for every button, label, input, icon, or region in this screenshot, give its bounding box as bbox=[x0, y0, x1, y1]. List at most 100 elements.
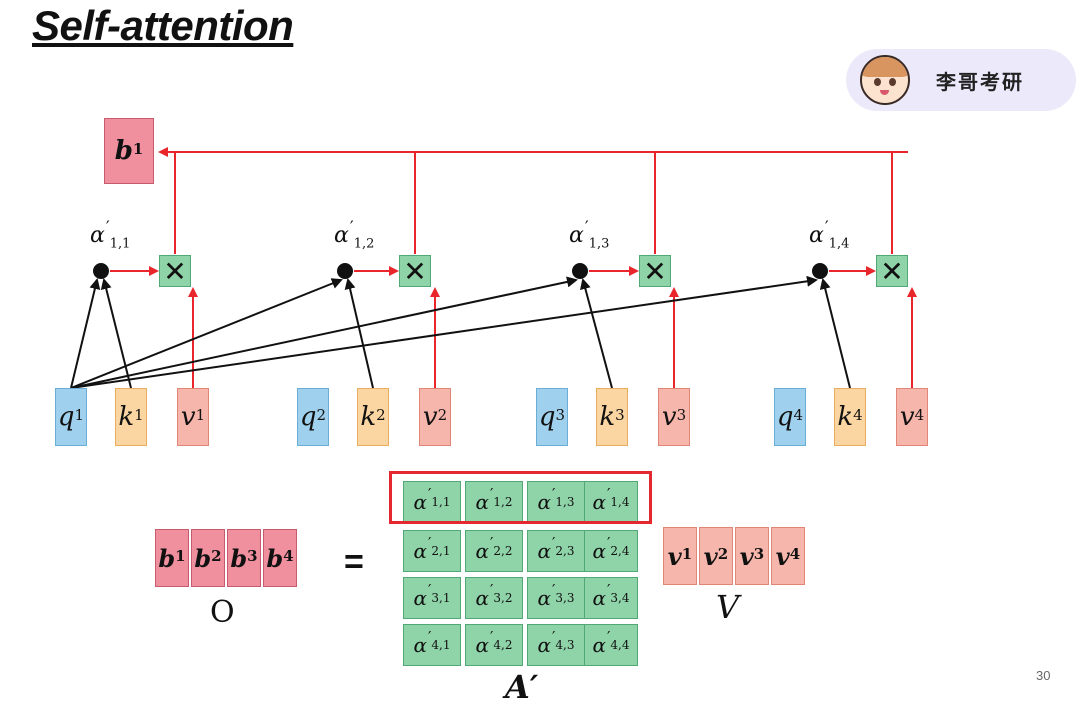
avatar-icon bbox=[860, 55, 910, 105]
multiply-symbol: ✕ bbox=[163, 254, 187, 288]
o-vector-sup: 4 bbox=[283, 547, 294, 565]
q3-sup: 3 bbox=[555, 406, 566, 424]
key-to-score-arrow-3 bbox=[580, 278, 613, 389]
alpha-symbol: α bbox=[413, 539, 427, 563]
alpha-prime: ′ bbox=[105, 218, 110, 238]
attention-score-label-1-1: α′1,1 bbox=[90, 218, 130, 251]
alpha-subscript: 3,2 bbox=[493, 591, 513, 605]
alpha-prime: ′ bbox=[552, 581, 556, 599]
alpha-symbol: α bbox=[592, 490, 606, 514]
alpha-subscript: 2,2 bbox=[493, 544, 513, 558]
o-vector-sup: 1 bbox=[175, 547, 186, 565]
alpha-prime: ′ bbox=[490, 534, 494, 552]
alpha-prime: ′ bbox=[607, 581, 611, 599]
v-vector-base: v bbox=[703, 541, 718, 571]
q3-base: q bbox=[538, 402, 556, 432]
attention-score-dot-1 bbox=[93, 263, 109, 279]
matrix-cell-4-3: α′4,3 bbox=[527, 624, 585, 666]
v4-base: v bbox=[899, 402, 915, 432]
v-vector-base: v bbox=[739, 541, 754, 571]
slide-title: Self-attention bbox=[32, 2, 294, 49]
o-vector-base: b bbox=[266, 543, 284, 573]
v2-sup: 2 bbox=[437, 406, 448, 424]
alpha-prime: ′ bbox=[607, 534, 611, 552]
alpha-subscript: 1,3 bbox=[588, 236, 610, 252]
matrix-cell-2-1: α′2,1 bbox=[403, 530, 461, 572]
alpha-symbol: α bbox=[413, 633, 427, 657]
key-to-score-arrow-4 bbox=[819, 278, 851, 389]
alpha-subscript: 3,1 bbox=[431, 591, 451, 605]
o-vector-base: b bbox=[230, 543, 248, 573]
alpha-symbol: α bbox=[569, 223, 584, 248]
attention-score-label-1-4: α′1,4 bbox=[809, 218, 849, 251]
matrix-cell-3-2: α′3,2 bbox=[465, 577, 523, 619]
query1-to-score-arrow-2 bbox=[70, 278, 343, 389]
alpha-prime: ′ bbox=[552, 628, 556, 646]
v-vector-sup: 1 bbox=[681, 545, 693, 563]
alpha-subscript: 4,4 bbox=[610, 638, 630, 652]
alpha-symbol: α bbox=[537, 490, 551, 514]
v-matrix-label: V bbox=[716, 588, 740, 626]
alpha-subscript: 2,4 bbox=[610, 544, 630, 558]
matrix-cell-4-4: α′4,4 bbox=[584, 624, 638, 666]
k4-sup: 4 bbox=[853, 406, 863, 424]
key-to-score-arrow-1 bbox=[100, 278, 132, 389]
alpha-symbol: α bbox=[537, 539, 551, 563]
q1-base: q bbox=[57, 402, 75, 432]
alpha-prime: ′ bbox=[552, 534, 556, 552]
v1-base: v bbox=[180, 402, 196, 432]
multiply-box-4: ✕ bbox=[876, 254, 908, 288]
output-b1-sup: 1 bbox=[132, 140, 144, 158]
alpha-prime: ′ bbox=[490, 581, 494, 599]
multiply-symbol: ✕ bbox=[880, 254, 904, 288]
output-b1-base: b bbox=[114, 136, 133, 166]
matrix-cell-2-4: α′2,4 bbox=[584, 530, 638, 572]
alpha-symbol: α bbox=[537, 633, 551, 657]
alpha-prime: ′ bbox=[428, 485, 432, 503]
alpha-subscript: 2,3 bbox=[555, 544, 575, 558]
alpha-subscript: 4,3 bbox=[555, 638, 575, 652]
equals-sign: = bbox=[344, 543, 364, 581]
matrix-row-1-highlight bbox=[389, 471, 652, 524]
o-vector-base: b bbox=[194, 543, 212, 573]
alpha-subscript: 2,1 bbox=[431, 544, 451, 558]
o-vector-base: b bbox=[158, 543, 176, 573]
alpha-symbol: α bbox=[413, 586, 427, 610]
alpha-prime: ′ bbox=[824, 218, 829, 238]
k3-base: k bbox=[599, 402, 616, 432]
alpha-symbol: α bbox=[809, 223, 824, 248]
alpha-symbol: α bbox=[475, 633, 489, 657]
q4-sup: 4 bbox=[793, 406, 804, 424]
badge-text: 李哥考研 bbox=[936, 69, 1024, 94]
o-vector-sup: 3 bbox=[247, 547, 258, 565]
q1-sup: 1 bbox=[74, 406, 85, 424]
attention-score-label-1-2: α′1,2 bbox=[334, 218, 374, 251]
key-to-score-arrow-2 bbox=[344, 278, 374, 389]
alpha-subscript: 3,4 bbox=[610, 591, 630, 605]
o-matrix-label: O bbox=[210, 595, 235, 630]
attention-score-dot-2 bbox=[337, 263, 353, 279]
attention-score-label-1-3: α′1,3 bbox=[569, 218, 610, 252]
v-vector-sup: 3 bbox=[753, 545, 765, 563]
matrix-cell-3-4: α′3,4 bbox=[584, 577, 638, 619]
v-vector-sup: 4 bbox=[789, 545, 801, 563]
k4-base: k bbox=[837, 402, 854, 432]
matrix-cell-1-1: α′1,1 bbox=[403, 481, 461, 523]
q2-sup: 2 bbox=[316, 406, 327, 424]
k2-sup: 2 bbox=[376, 406, 386, 424]
alpha-subscript: 3,3 bbox=[555, 591, 575, 605]
matrix-cell-1-4: α′1,4 bbox=[584, 481, 638, 523]
matrix-cell-2-2: α′2,2 bbox=[465, 530, 523, 572]
